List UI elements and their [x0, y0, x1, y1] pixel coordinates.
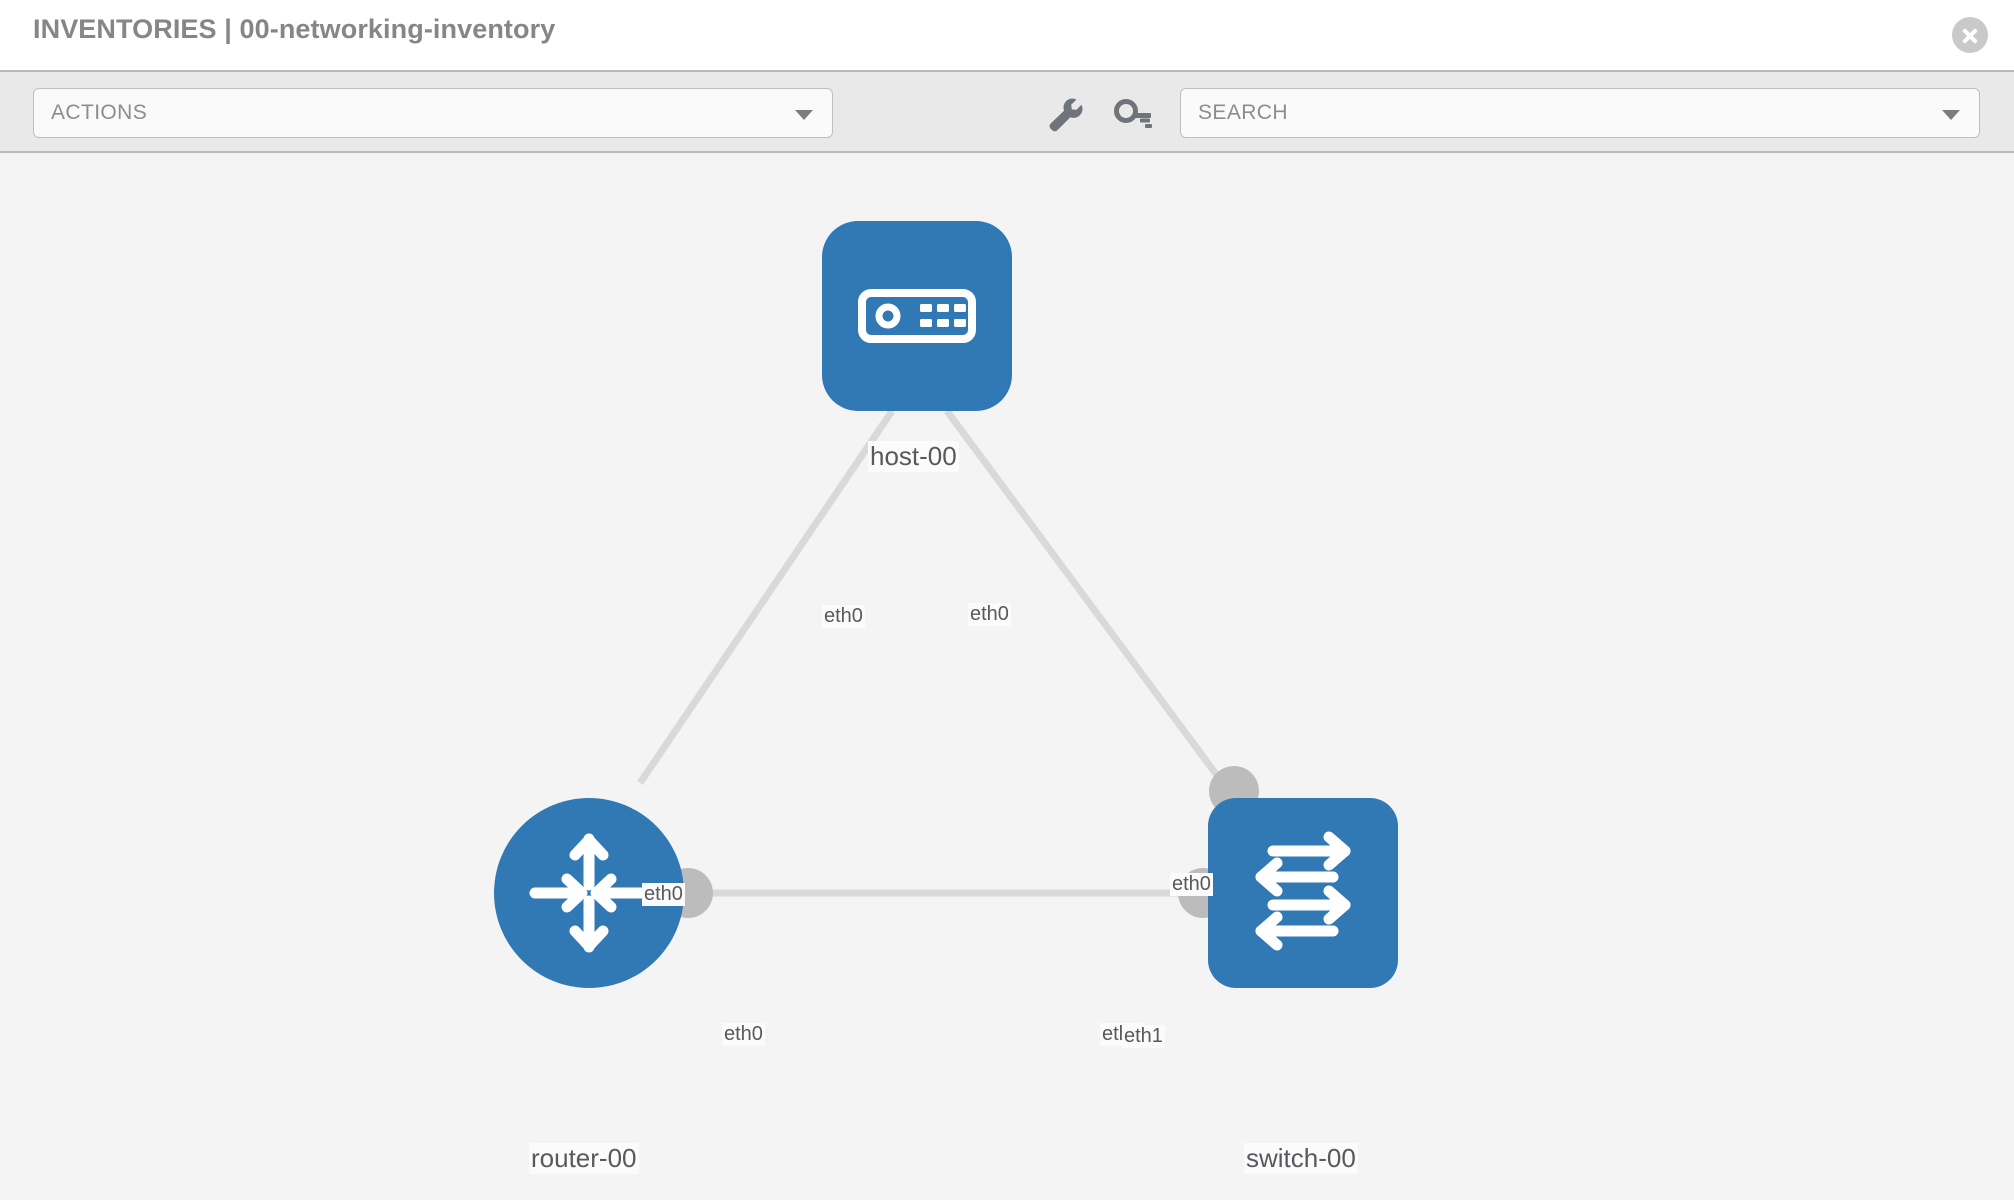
wrench-icon[interactable] [1042, 92, 1086, 136]
node-label-host-00: host-00 [868, 441, 959, 472]
link-host-switch[interactable] [944, 408, 1233, 796]
interface-label-host-right: eth0 [968, 603, 1011, 626]
node-switch-00[interactable] [1208, 798, 1398, 988]
interface-label-switch-left-eth1: eth1 [1122, 1025, 1165, 1048]
actions-dropdown-label: ACTIONS [51, 101, 148, 124]
interface-label-router-top: eth0 [642, 883, 685, 906]
interface-label-router-right: eth0 [722, 1023, 765, 1046]
actions-dropdown[interactable]: ACTIONS [33, 88, 833, 138]
page-header: INVENTORIES | 00-networking-inventory [0, 0, 2014, 70]
chevron-down-icon [795, 110, 813, 120]
link-host-router[interactable] [637, 409, 895, 785]
search-input[interactable]: SEARCH [1180, 88, 1980, 138]
interface-label-switch-top: eth0 [1170, 873, 1213, 896]
key-icon[interactable] [1110, 92, 1154, 136]
node-label-router-00: router-00 [529, 1143, 639, 1174]
chevron-down-icon[interactable] [1942, 110, 1960, 120]
interface-label-host-left: eth0 [822, 605, 865, 628]
node-router-00-shape[interactable] [494, 798, 684, 988]
router-arrows-icon [529, 833, 649, 953]
switch-arrows-icon [1255, 831, 1351, 951]
node-host-00[interactable] [822, 221, 1012, 411]
close-icon[interactable] [1952, 17, 1988, 53]
toolbar: ACTIONS SEARCH [0, 70, 2014, 153]
search-placeholder: SEARCH [1198, 101, 1288, 124]
topology-canvas[interactable]: eth0 host-00 eth0 [0, 153, 2014, 1200]
node-label-switch-00: switch-00 [1244, 1143, 1358, 1174]
node-host-00-shape[interactable] [822, 221, 1012, 411]
node-switch-00-shape[interactable] [1208, 798, 1398, 988]
node-router-00[interactable] [494, 798, 684, 988]
page-title: INVENTORIES | 00-networking-inventory [33, 14, 556, 44]
server-icon [858, 289, 976, 343]
